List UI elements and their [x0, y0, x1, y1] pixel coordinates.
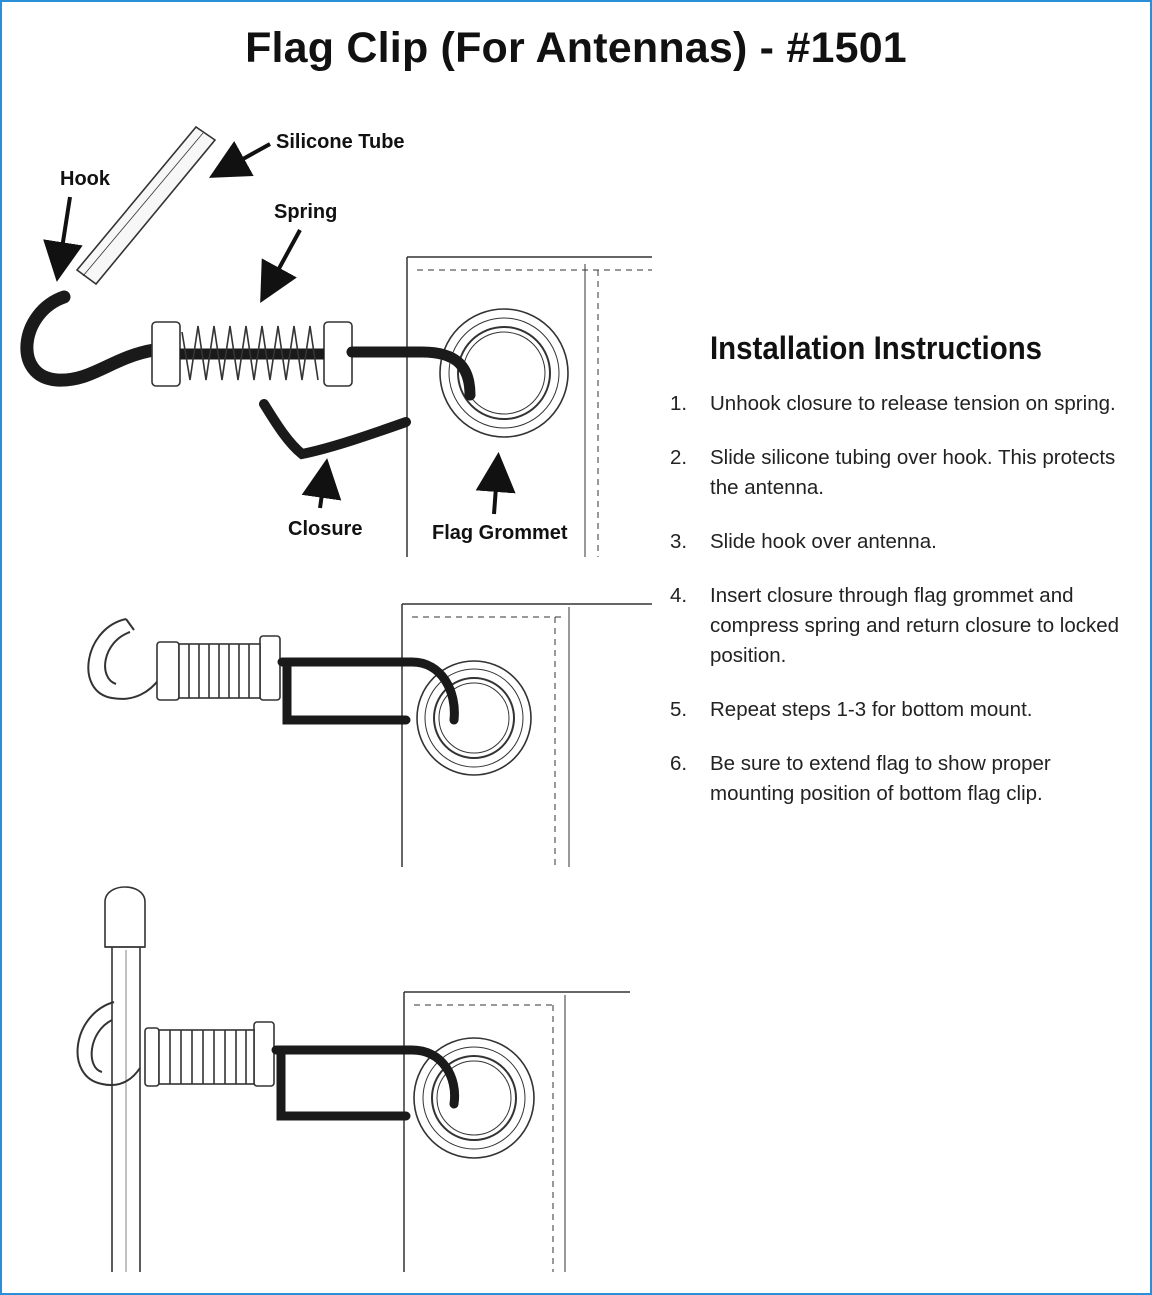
diagram-mounted-antenna	[76, 886, 630, 1272]
installation-instructions: Installation Instructions 1.Unhook closu…	[670, 330, 1120, 833]
label-flag-grommet: Flag Grommet	[432, 522, 568, 544]
closure-arm-1	[259, 399, 411, 460]
instruction-step: 2.Slide silicone tubing over hook. This …	[670, 446, 1116, 499]
instruction-step: 4.Insert closure through flag grommet an…	[670, 584, 1120, 667]
flag-grommet-2	[416, 660, 532, 776]
antenna-rod	[104, 886, 146, 1272]
page-title: Flag Clip (For Antennas) - #1501	[245, 24, 907, 72]
closure-wire-1	[346, 346, 476, 401]
hook-3	[76, 1001, 141, 1086]
label-closure: Closure	[288, 518, 362, 540]
silicone-tube	[75, 125, 217, 286]
label-silicone-tube: Silicone Tube	[276, 131, 405, 153]
spring-assembly-3	[144, 1021, 275, 1087]
hook-1	[20, 290, 161, 387]
instructions-heading: Installation Instructions	[710, 330, 1043, 366]
flag-grommet-1	[439, 308, 569, 438]
closure-wire-2	[277, 657, 459, 725]
hook-2	[87, 618, 161, 700]
spring-assembly-2	[156, 635, 281, 701]
instruction-step: 3.Slide hook over antenna.	[670, 530, 937, 553]
label-hook: Hook	[60, 168, 111, 190]
closure-wire-3	[271, 1045, 460, 1121]
flag-clip-illustration: Hook Silicone Tube Spring Closure Flag G…	[20, 125, 652, 1272]
flag-grommet-3	[413, 1037, 535, 1159]
diagram-assembled-clip	[87, 603, 652, 867]
instruction-steps: 1.Unhook closure to release tension on s…	[670, 389, 1120, 809]
diagram-exploded-view: Hook Silicone Tube Spring Closure Flag G…	[20, 125, 652, 557]
flag-panel-3	[403, 991, 630, 1272]
spring-assembly-1	[151, 321, 353, 387]
flag-panel-1	[406, 256, 652, 557]
instruction-step: 1.Unhook closure to release tension on s…	[670, 392, 1116, 415]
flag-panel-2	[401, 603, 652, 867]
label-spring: Spring	[274, 201, 337, 223]
instruction-step: 5.Repeat steps 1-3 for bottom mount.	[670, 698, 1033, 721]
callout-arrows-1	[43, 140, 516, 515]
instruction-step: 6.Be sure to extend flag to show proper …	[670, 752, 1051, 805]
